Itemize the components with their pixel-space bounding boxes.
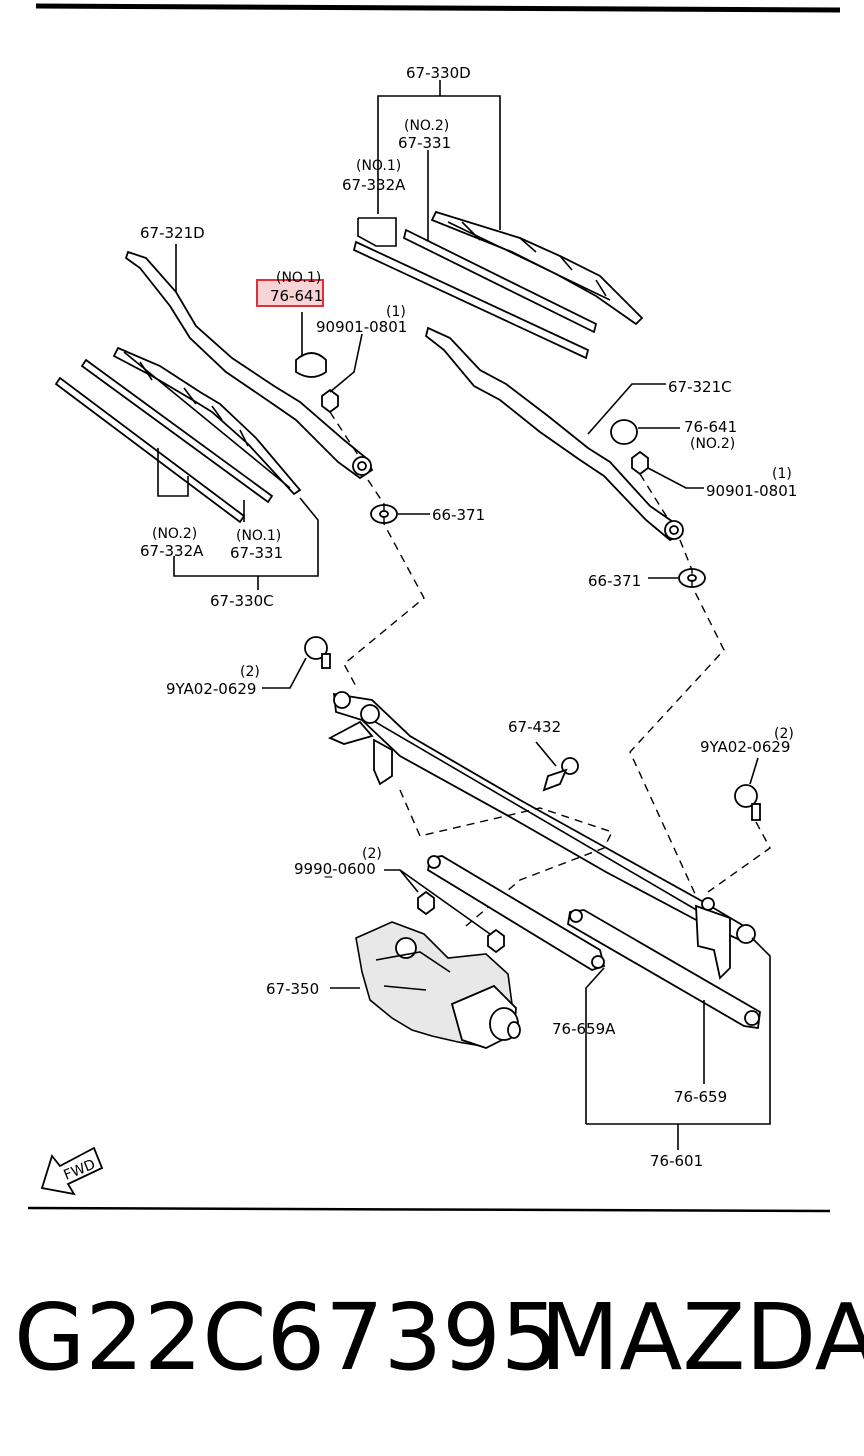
screw-67-432 bbox=[535, 741, 579, 792]
brand-name: MAZDA bbox=[540, 1284, 864, 1391]
label-qty-1-a: (1) bbox=[386, 304, 406, 320]
nut-left bbox=[321, 333, 363, 459]
label-qty-2-b: (2) bbox=[774, 726, 794, 742]
label-76-659: 76-659 bbox=[674, 1088, 727, 1106]
link-rod-76-659A bbox=[427, 855, 606, 1124]
label-76-641-highlighted: 76-641 bbox=[270, 287, 323, 305]
label-9YA02-0629-a: 9YA02-0629 bbox=[166, 680, 256, 698]
label-9YA02-0629-b: 9YA02-0629 bbox=[700, 738, 790, 756]
label-no1-top: (NO.1) bbox=[356, 158, 401, 174]
label-66-371-a: 66-371 bbox=[432, 506, 485, 524]
label-67-330D: 67-330D bbox=[406, 64, 471, 82]
arm-cap-right bbox=[610, 419, 680, 445]
bolt-left bbox=[262, 636, 331, 689]
label-67-350: 67-350 bbox=[266, 980, 319, 998]
fwd-label: FWD bbox=[62, 1157, 98, 1184]
label-67-331-top: 67-331 bbox=[398, 134, 451, 152]
top-border-line bbox=[35, 3, 841, 13]
part-number: G22C67395 bbox=[14, 1284, 560, 1391]
arm-cap-left bbox=[295, 312, 327, 378]
bottom-border-line bbox=[27, 1206, 831, 1213]
label-76-601: 76-601 bbox=[650, 1152, 703, 1170]
label-qty-1-b: (1) bbox=[772, 466, 792, 482]
label-76-659A: 76-659A bbox=[552, 1020, 616, 1038]
label-67-321D: 67-321D bbox=[140, 224, 205, 242]
label-67-432: 67-432 bbox=[508, 718, 561, 736]
bolt-right bbox=[707, 757, 771, 893]
label-67-332A-left: 67-332A bbox=[140, 542, 204, 560]
label-no1-left: (NO.1) bbox=[236, 528, 281, 544]
label-qty-2-c: (2) bbox=[362, 846, 382, 862]
nut-9990 bbox=[384, 869, 505, 954]
label-76-641: 76-641 bbox=[684, 418, 737, 436]
blade-assembly-left bbox=[54, 346, 319, 590]
footer-caption: G22C67395 MAZDA bbox=[0, 1268, 864, 1408]
nut-right bbox=[631, 450, 704, 523]
link-rod-76-659 bbox=[567, 909, 761, 1084]
forward-arrow-icon: FWD bbox=[40, 1146, 104, 1196]
highlight-box bbox=[256, 279, 324, 307]
label-67-332A-top: 67-332A bbox=[342, 176, 406, 194]
wiper-arm-right bbox=[424, 326, 684, 542]
label-90901-0801-a: 90901-0801 bbox=[316, 318, 407, 336]
label-no2-cap: (NO.2) bbox=[690, 436, 735, 452]
label-no2-top: (NO.2) bbox=[404, 118, 449, 134]
blade-assembly-right bbox=[352, 80, 644, 360]
label-no2-left: (NO.2) bbox=[152, 526, 197, 542]
wiper-arm-left bbox=[124, 244, 374, 480]
label-66-371-b: 66-371 bbox=[588, 572, 641, 590]
washer-left bbox=[343, 479, 430, 691]
label-90901-0801-b: 90901-0801 bbox=[706, 482, 797, 500]
label-9990-0600: 9990̲-0600 bbox=[294, 860, 376, 879]
label-67-330C: 67-330C bbox=[210, 592, 274, 610]
label-67-331-left: 67-331 bbox=[230, 544, 283, 562]
label-qty-2-a: (2) bbox=[240, 664, 260, 680]
wiper-linkage-frame bbox=[327, 691, 756, 980]
label-no1-cap: (NO.1) bbox=[276, 270, 321, 286]
washer-right bbox=[629, 539, 725, 897]
wiper-motor bbox=[330, 921, 521, 1049]
label-67-321C: 67-321C bbox=[668, 378, 732, 396]
